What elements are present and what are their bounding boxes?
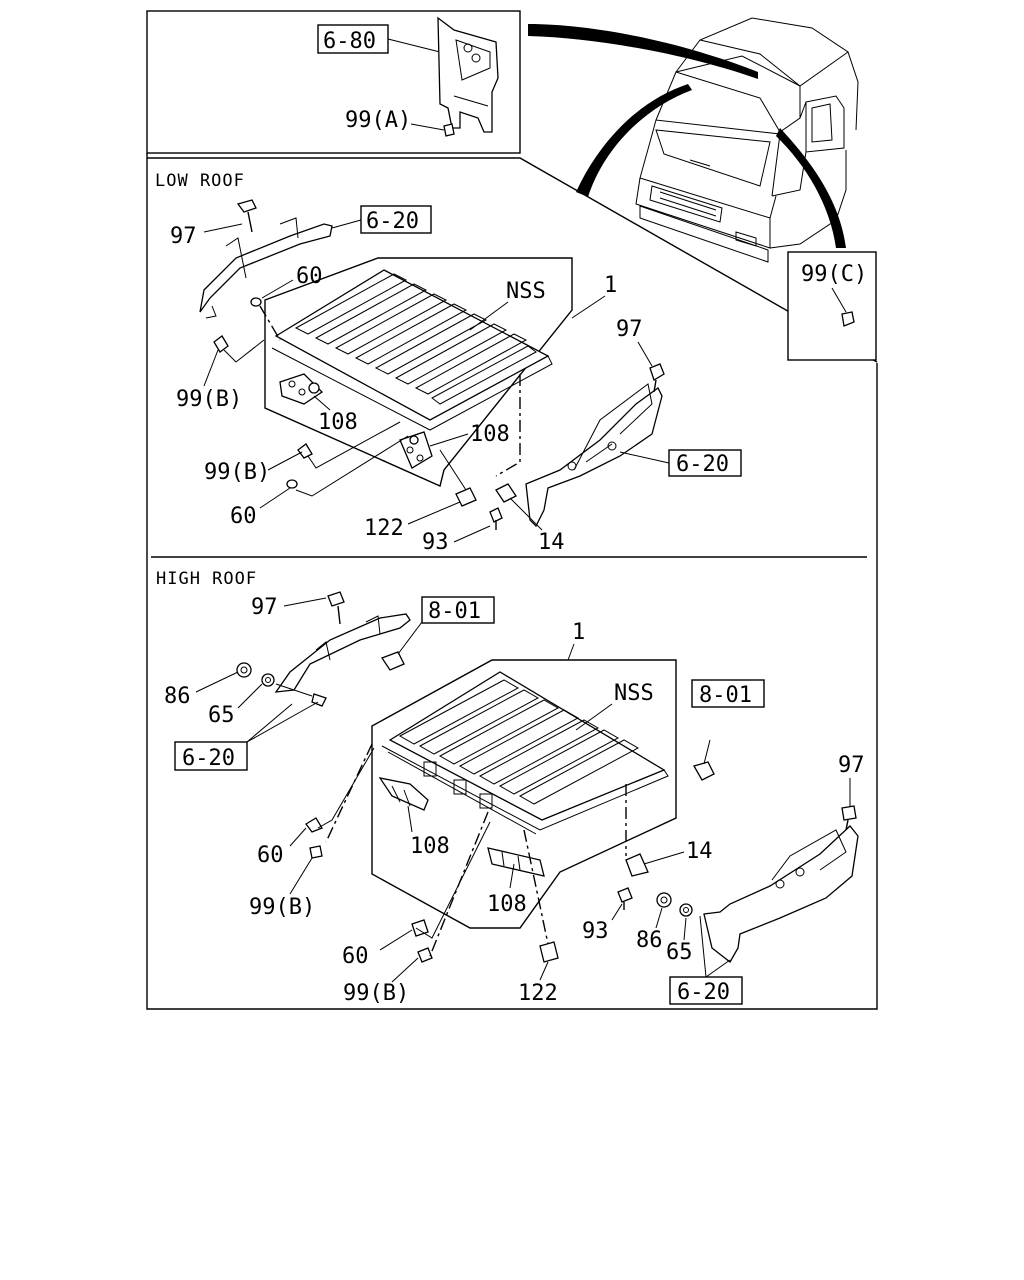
callout-high-122: 122 <box>518 981 558 1006</box>
callout-low-93: 93 <box>422 530 449 555</box>
callout-high-65-left: 65 <box>208 703 235 728</box>
callout-high-99b-top: 99(B) <box>249 895 315 920</box>
callout-low-6-20-right: 6-20 <box>676 452 729 477</box>
inset-bracket-6-80: 6-80 99(A) <box>317 16 499 137</box>
callout-high-86-right: 86 <box>636 928 663 953</box>
callout-low-108-right: 108 <box>470 422 510 447</box>
diagram-frames <box>146 10 878 1010</box>
callout-high-8-01-right: 8-01 <box>699 683 752 708</box>
callout-high-nss: NSS <box>614 681 654 706</box>
callout-low-nss: NSS <box>506 279 546 304</box>
section-header-high-roof: HIGH ROOF <box>156 569 257 589</box>
callout-99a: 99(A) <box>345 108 411 133</box>
callout-high-6-20-left: 6-20 <box>182 746 235 771</box>
inset-clip-99c: 99(C) <box>801 262 867 327</box>
callout-low-6-20-left: 6-20 <box>366 209 419 234</box>
callout-low-99b-top: 99(B) <box>176 387 242 412</box>
callout-high-1: 1 <box>572 620 585 645</box>
high-roof-callouts: 97 8-01 1 86 65 NSS 8-01 6-20 97 60 108 … <box>164 595 865 1006</box>
callout-high-86-left: 86 <box>164 684 191 709</box>
truck-cab-illustration <box>528 17 859 263</box>
callout-high-108-left: 108 <box>410 834 450 859</box>
callout-low-97-left: 97 <box>170 224 197 249</box>
callout-high-60-top: 60 <box>257 843 284 868</box>
low-roof-callouts: 97 6-20 60 NSS 1 97 99(B) 108 108 6-20 9… <box>170 205 742 555</box>
callout-low-99b-bottom: 99(B) <box>204 460 270 485</box>
callout-high-65-right: 65 <box>666 940 693 965</box>
callout-high-108-right: 108 <box>487 892 527 917</box>
callout-high-97-left: 97 <box>251 595 278 620</box>
callout-high-93: 93 <box>582 919 609 944</box>
callout-low-122: 122 <box>364 516 404 541</box>
callout-high-99b-bottom: 99(B) <box>343 981 409 1006</box>
callout-low-97-right: 97 <box>616 317 643 342</box>
callout-6-80: 6-80 <box>323 29 376 54</box>
callout-99c: 99(C) <box>801 262 867 287</box>
callout-low-60-top: 60 <box>296 264 323 289</box>
callout-low-14: 14 <box>538 530 565 555</box>
callout-low-60-bottom: 60 <box>230 504 257 529</box>
callout-high-8-01-left: 8-01 <box>428 599 481 624</box>
high-roof-assembly <box>236 591 859 963</box>
callout-high-6-20-right: 6-20 <box>677 980 730 1005</box>
callout-low-1: 1 <box>604 273 617 298</box>
callout-low-108-left: 108 <box>318 410 358 435</box>
low-roof-assembly <box>199 199 665 530</box>
callout-high-97-right: 97 <box>838 753 865 778</box>
callout-high-14: 14 <box>686 839 713 864</box>
section-header-low-roof: LOW ROOF <box>155 171 245 191</box>
callout-high-60-bottom: 60 <box>342 944 369 969</box>
